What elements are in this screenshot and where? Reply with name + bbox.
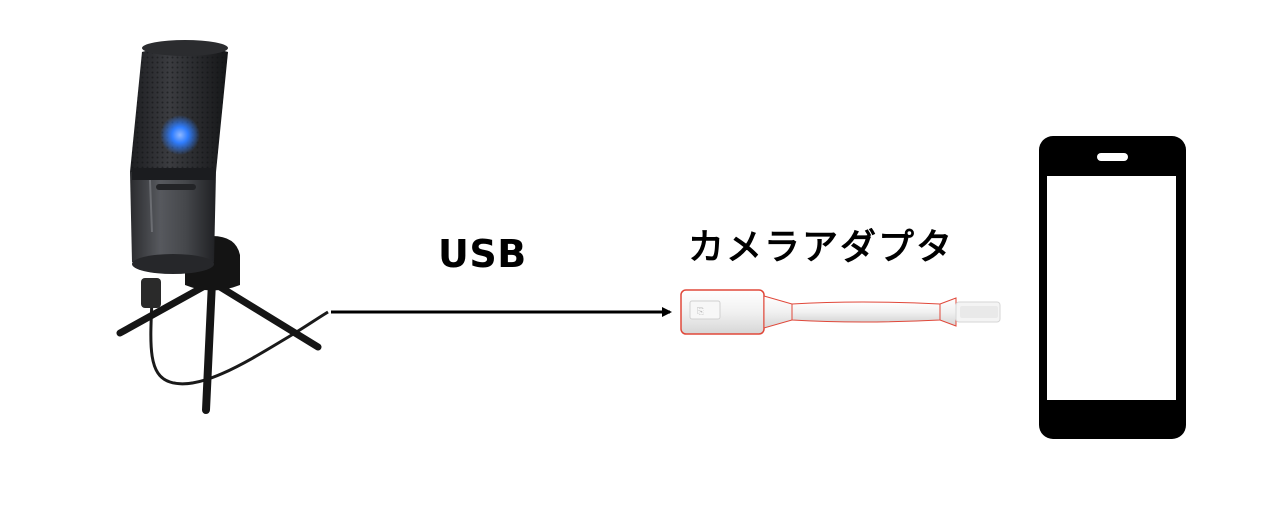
camera-adapter-label: カメラアダプタ: [688, 227, 955, 268]
smartphone-icon: [1039, 136, 1186, 439]
microphone-icon: [116, 40, 329, 414]
speaker-slot-icon: [1097, 153, 1128, 161]
usb-label: USB: [438, 232, 527, 276]
usb-port-icon: ⎘: [697, 307, 704, 317]
camera-adapter-icon: ⎘: [680, 289, 1001, 335]
mic-led-icon: [160, 115, 200, 155]
